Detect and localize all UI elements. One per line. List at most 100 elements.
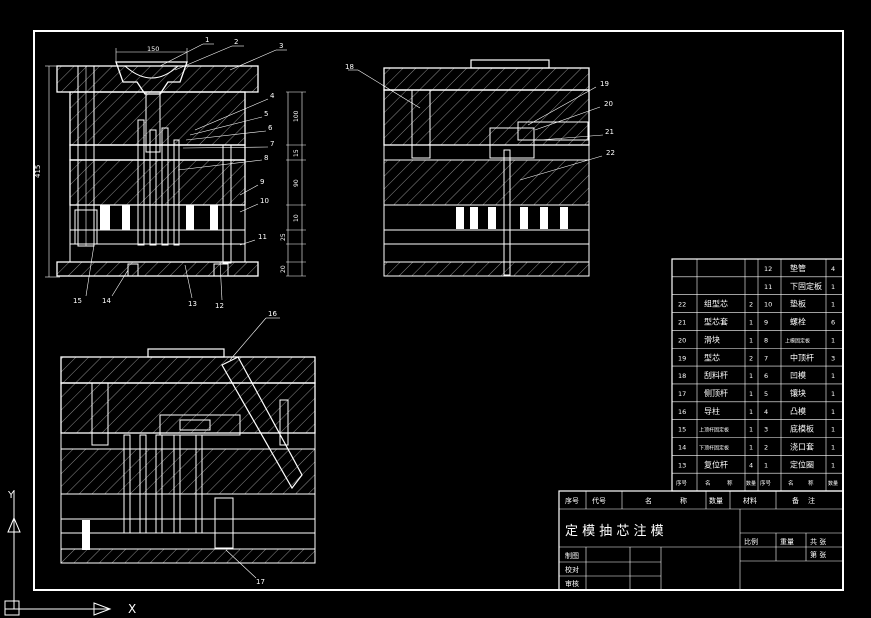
part-label-20: 20 [604,100,613,108]
bom-left-header-qty: 数量 [746,480,756,487]
bom-left-no: 18 [678,372,686,380]
bom-left-no: 15 [678,426,686,434]
part-label-22: 22 [606,149,615,157]
bom-right-no: 10 [764,301,772,309]
bom-right-name: 凸模 [790,406,806,416]
part-label-13: 13 [188,300,197,308]
ucs-icon: Y X [4,490,136,616]
bom-right-qty: 1 [831,426,835,434]
tb-header-code: 代号 [592,496,606,505]
bom-right-name: 螺栓 [790,317,806,327]
dim-right-5: 25 [280,233,287,241]
bom-right-qty: 1 [831,461,835,469]
bom-left-qty: 2 [749,354,753,362]
view1-labels: 1 2 3 4 5 6 7 8 9 10 11 12 13 14 15 [73,36,283,310]
bom-left-qty: 1 [749,444,753,452]
bom-right-no: 5 [764,390,768,398]
overall-height-dim: 415 [34,165,42,178]
part-label-6: 6 [268,124,273,132]
part-label-14: 14 [102,297,111,305]
bom-left-name: 导柱 [704,406,720,416]
bom-right-qty: 1 [831,301,835,309]
dim-right-3: 90 [293,179,300,187]
bom-left-no: 17 [678,390,686,398]
side-section-view [383,59,590,277]
part-label-12: 12 [215,302,224,310]
part-label-2: 2 [234,38,238,46]
dim-right-6: 20 [280,265,287,273]
ucs-y-label: Y [7,490,15,501]
bom-left-no: 19 [678,354,686,362]
bom-right-qty: 4 [831,265,835,273]
bom-left-no: 22 [678,301,686,309]
tb-header-qty: 数量 [709,496,723,505]
bom-right-no: 9 [764,319,768,327]
bom-right-no: 8 [764,336,768,344]
bom-left-name: 型芯套 [704,317,728,327]
bom-left-no: 13 [678,461,686,469]
bom-left-name: 型芯 [704,352,720,362]
bom-right-header-name2: 称 [808,479,814,487]
bom-right-no: 1 [764,461,768,469]
bom-left-header-no: 序号 [676,479,688,487]
tb-header-material: 材料 [743,496,757,505]
bom-right-qty: 1 [831,372,835,380]
bom-left-name: 滑块 [704,334,720,344]
tb-scale: 比例 [744,537,758,546]
tb-header-note1: 备 [792,496,799,505]
bom-left-name: 上顶杆固定板 [699,427,729,434]
part-label-5: 5 [264,110,268,118]
drawing-title: 定 模 抽 芯 注 模 [565,524,664,539]
bom-left-qty: 1 [749,408,753,416]
bom-right-no: 6 [764,372,768,380]
bom-left-header-name1: 名 [705,479,711,487]
view2-leaders [348,69,604,181]
bom-right-no: 3 [764,426,768,434]
part-label-4: 4 [270,92,275,100]
bom-right-name: 定位圈 [790,459,814,469]
part-label-3: 3 [279,42,283,50]
tb-sheet-no: 第 张 [810,550,826,559]
bom-left-qty: 1 [749,319,753,327]
bom-left-qty: 1 [749,336,753,344]
dim-right-4: 10 [293,214,300,222]
bom-right-header-no: 序号 [760,479,772,487]
bom-right-no: 12 [764,265,772,273]
bom-left-qty: 1 [749,426,753,434]
bom-right-qty: 1 [831,283,835,291]
bom-right-no: 11 [764,283,772,291]
tb-checked: 校对 [565,565,579,574]
bom-right-name: 镶块 [790,388,806,398]
bom-right-name: 下固定板 [790,281,822,291]
bom-left-name: 复位杆 [704,459,728,469]
bom-left-name: 下顶杆固定板 [699,445,729,452]
bom-left-name: 刮料杆 [704,370,728,380]
tb-approved: 审核 [565,579,579,588]
bom-right-name: 浇口套 [790,442,814,452]
part-label-7: 7 [270,140,274,148]
tb-header-no: 序号 [565,496,579,505]
tb-weight: 重量 [780,538,794,546]
bom-left-header-name2: 称 [727,479,733,487]
bom-right-name: 中顶杆 [790,352,814,362]
tb-header-note2: 注 [808,496,815,505]
bom-right-header-name1: 名 [788,479,794,487]
bom-right-name: 垫管 [790,263,806,273]
part-label-21: 21 [605,128,614,136]
view2-labels: 18 19 20 21 22 [345,63,615,157]
bom-right-qty: 1 [831,444,835,452]
bom-left-qty: 2 [749,301,753,309]
bom-right-header-qty: 数量 [828,480,838,487]
bom-left-no: 14 [678,444,686,452]
bom-right-name: 上模固定板 [785,337,810,344]
part-label-15: 15 [73,297,82,305]
dim-right-1: 100 [293,110,300,122]
ucs-x-label: X [128,602,136,616]
title-block-text: 序号 代号 名 称 数量 材料 备 注 定 模 抽 芯 注 模 比例 重量 共 … [565,496,826,588]
part-label-18: 18 [345,63,354,71]
bom-right-qty: 1 [831,336,835,344]
bom-left-no: 20 [678,336,686,344]
bom-right-qty: 1 [831,390,835,398]
view1-leaders [85,43,287,301]
